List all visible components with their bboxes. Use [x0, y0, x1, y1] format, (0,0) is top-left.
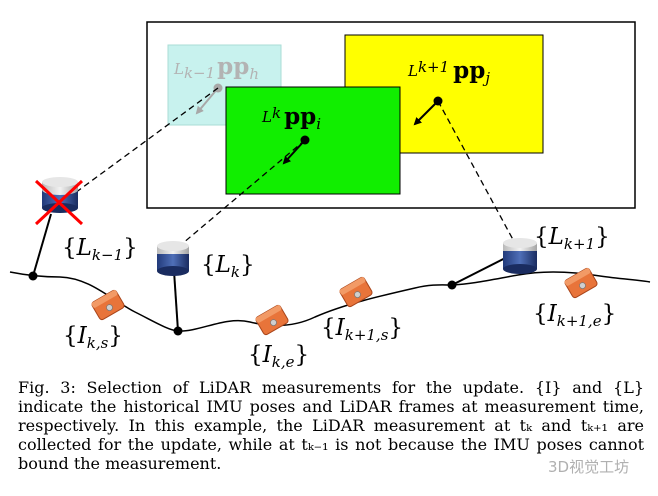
- imu-sensor-k1-s: [339, 276, 373, 308]
- frame-next-symbol: L: [407, 62, 418, 80]
- svg-text:Lk−1pph: Lk−1pph: [173, 53, 259, 83]
- rejected-cross-icon: [34, 179, 84, 226]
- projection-line-curr: [175, 139, 306, 250]
- lidar-sensor-curr: [157, 241, 189, 276]
- lidar-label-prev: {Lk−1}: [62, 235, 138, 264]
- frame-prev-sub: h: [249, 65, 259, 83]
- lidar-stem-prev: [32, 213, 52, 277]
- caption-text: Fig. 3: Selection of LiDAR measurements …: [18, 378, 644, 473]
- frame-curr-vector: pp: [284, 103, 316, 130]
- imu-sensor-k1-e: [564, 267, 598, 299]
- imu-label-k-e: {Ik,e}: [248, 342, 309, 371]
- frame-curr-sub: i: [316, 115, 321, 133]
- pose-dot-next: [447, 280, 457, 290]
- lidar-sensor-prev: [42, 177, 78, 213]
- frame-prev-vector: pp: [217, 53, 249, 80]
- imu-label-k-s: {Ik,s}: [63, 323, 123, 352]
- projection-line-prev: [59, 87, 219, 205]
- frame-prev-arrow: [195, 87, 219, 115]
- watermark-text: 3D视觉工坊: [548, 458, 630, 476]
- lidar-label-next: {Lk+1}: [534, 224, 610, 253]
- frame-prev-symbol: L: [173, 60, 184, 78]
- frame-prev: Lk−1pph: [167, 44, 282, 126]
- projection-line-next: [437, 100, 518, 248]
- pose-dot-curr: [173, 326, 183, 336]
- frame-next-index: k+1: [418, 58, 449, 76]
- imu-label-k1-e: {Ik+1,e}: [533, 301, 616, 330]
- pose-dot-prev: [28, 271, 38, 281]
- frame-next-sub: j: [482, 69, 490, 87]
- frame-prev-index: k−1: [184, 64, 215, 82]
- lidar-stem-curr: [173, 270, 179, 332]
- frame-next-vector: pp: [453, 57, 485, 84]
- frame-curr-index: k: [272, 104, 281, 122]
- frame-curr-arrow: [282, 139, 306, 165]
- imu-label-k1-s: {Ik+1,s}: [321, 315, 403, 344]
- frame-curr-symbol: L: [261, 108, 272, 126]
- figure-caption: Fig. 3: Selection of LiDAR measurements …: [18, 378, 644, 473]
- frame-next-arrow: [413, 100, 439, 126]
- lidar-label-curr: {Lk}: [201, 252, 255, 281]
- imu-sensor-k-s: [91, 289, 125, 321]
- lidar-sensor-next: [503, 238, 537, 274]
- imu-sensor-k-e: [255, 304, 289, 336]
